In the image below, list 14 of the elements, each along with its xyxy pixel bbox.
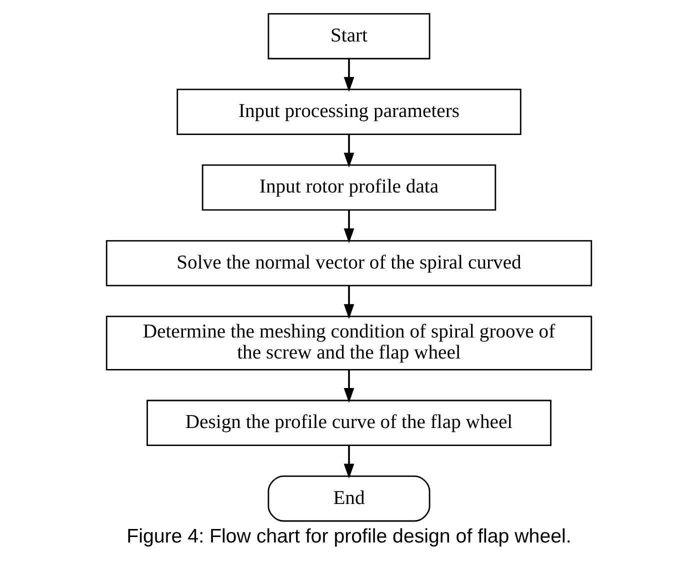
node-box: Input rotor profile data	[201, 164, 496, 211]
arrow	[343, 58, 354, 92]
arrow	[343, 134, 354, 168]
node-box: End	[267, 475, 430, 522]
node-box: Design the profile curve of the flap wheel	[146, 400, 551, 446]
arrow	[343, 445, 354, 479]
node-box: Start	[267, 13, 430, 60]
arrow	[343, 370, 354, 403]
arrow	[343, 286, 354, 319]
node-box: Determine the meshing condition of spiral groove of the screw and the flap wheel	[105, 316, 592, 370]
node-box: Solve the normal vector of the spiral curved	[105, 240, 592, 286]
arrow	[343, 210, 354, 244]
node-box: Input processing parameters	[176, 88, 521, 135]
caption: Figure 4: Flow chart for profile design of flap wheel.	[126, 525, 571, 548]
